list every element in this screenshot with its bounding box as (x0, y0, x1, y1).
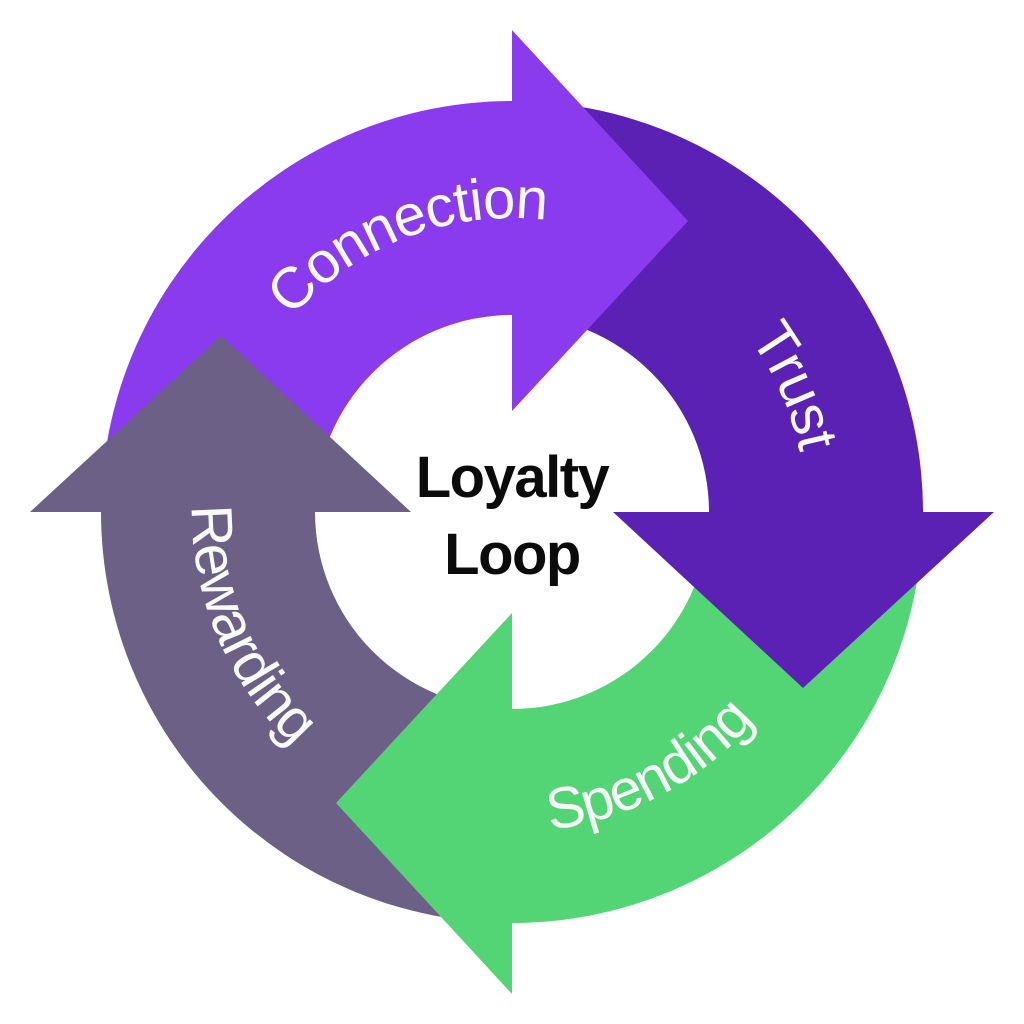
spending-arrowhead-icon (336, 613, 512, 994)
center-title-line1: Loyalty (416, 445, 610, 510)
connection-arrowhead-icon (512, 30, 688, 411)
arrow-heads (30, 30, 994, 994)
center-title-line2: Loop (444, 522, 580, 587)
rewarding-arrowhead-icon (30, 336, 411, 512)
trust-arrowhead-icon (613, 512, 994, 688)
center-title: Loyalty Loop (416, 445, 611, 587)
